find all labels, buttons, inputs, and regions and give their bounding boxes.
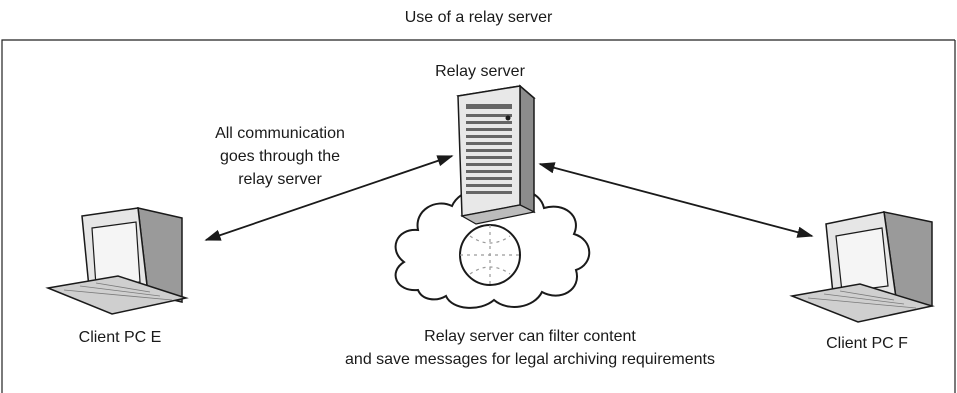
communication-note: All communication goes through the relay… [150,122,410,191]
double-arrow-icon [538,162,814,238]
communication-note-line: relay server [238,171,322,188]
desktop-computer-icon [789,211,935,323]
server-tower-icon [456,84,536,225]
client-pc-e-label: Client PC E [78,329,162,346]
diagram-title: Use of a relay server [404,9,553,26]
relay-server-label: Relay server [435,63,525,80]
double-arrow-icon [204,155,454,241]
communication-note-line: goes through the [219,148,341,165]
globe-icon [459,224,521,286]
client-pc-f-label: Client PC F [826,335,908,352]
communication-note-line: All communication [215,125,345,142]
desktop-computer-icon [45,207,189,315]
filter-note: Relay server can filter content and save… [300,325,760,371]
filter-note-line: Relay server can filter content [424,328,636,345]
filter-note-line: and save messages for legal archiving re… [345,351,715,368]
